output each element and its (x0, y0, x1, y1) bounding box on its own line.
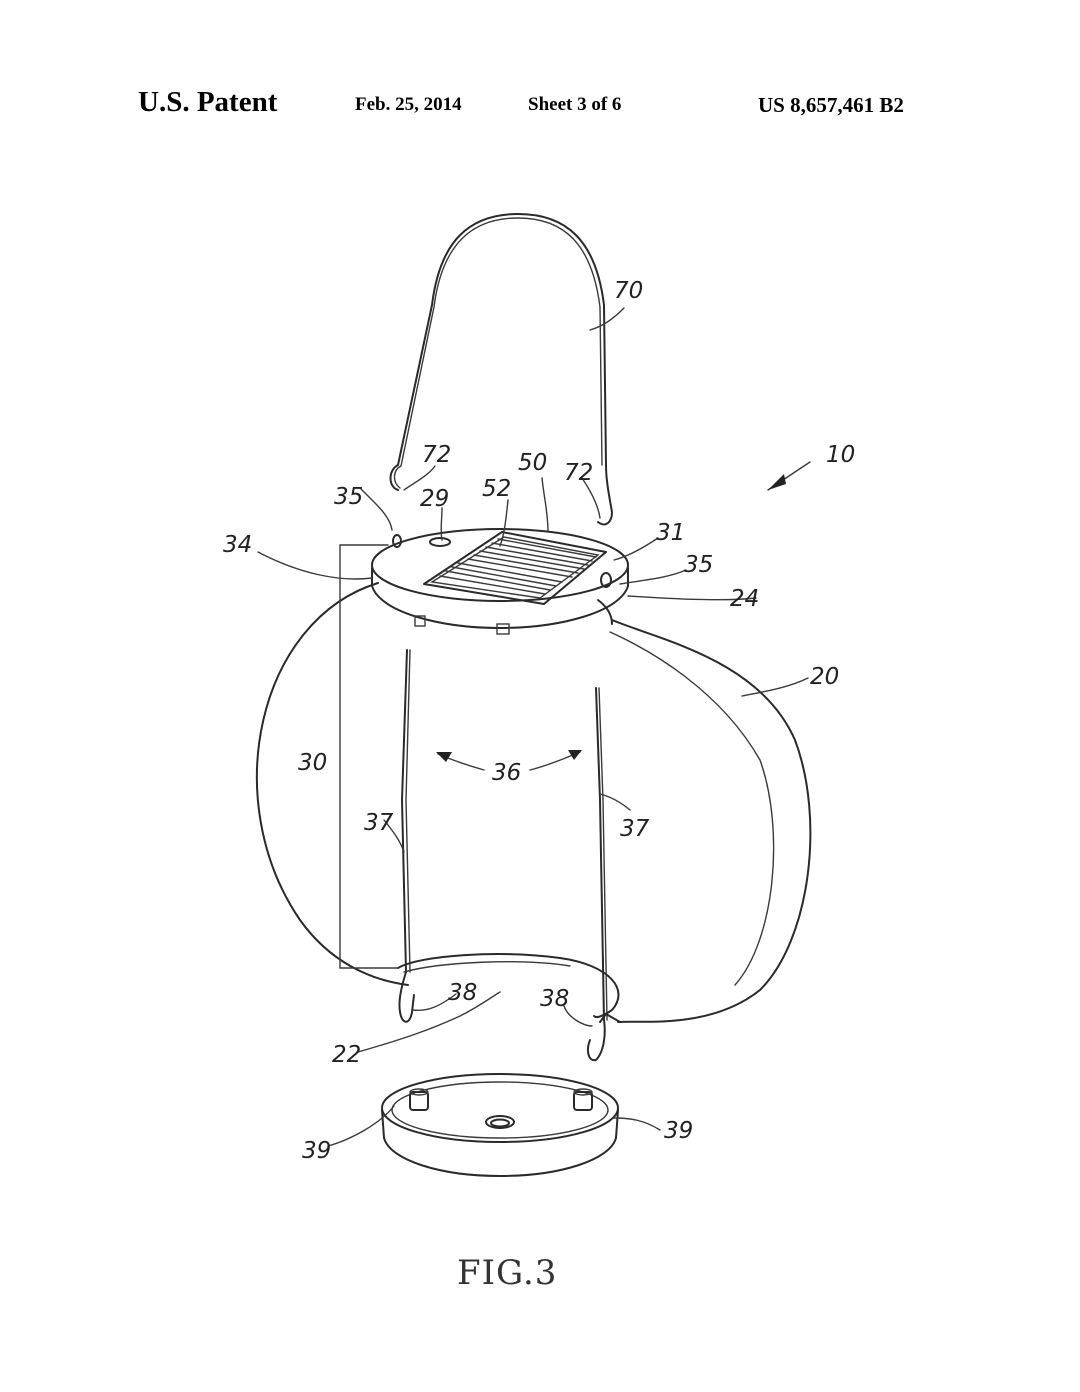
leader-lines (257, 307, 811, 1147)
label-10: 10 (826, 442, 855, 468)
label-37-right: 37 (620, 816, 650, 842)
label-24: 24 (730, 586, 759, 612)
label-39-left: 39 (302, 1138, 331, 1164)
label-37-left: 37 (364, 810, 394, 836)
label-34: 34 (223, 532, 252, 558)
top-cap (371, 528, 629, 635)
label-22: 22 (332, 1042, 361, 1068)
label-70: 70 (614, 278, 643, 304)
label-72-left: 72 (422, 442, 451, 468)
figure-caption: FIG.3 (457, 1253, 557, 1293)
sheet-number: Sheet 3 of 6 (528, 94, 622, 115)
label-35-right: 35 (684, 552, 713, 578)
patent-date: Feb. 25, 2014 (355, 94, 462, 115)
label-50: 50 (518, 450, 547, 476)
solar-panel (423, 531, 607, 605)
frame-wires (398, 649, 608, 1062)
label-20: 20 (810, 664, 839, 690)
patent-number: US 8,657,461 B2 (758, 93, 904, 117)
label-35-left: 35 (334, 484, 363, 510)
label-31: 31 (656, 520, 685, 546)
label-39-right: 39 (664, 1118, 693, 1144)
base-dish (381, 1073, 619, 1177)
patent-title: U.S. Patent (138, 86, 278, 118)
label-38-left: 38 (448, 980, 477, 1006)
label-29: 29 (420, 486, 449, 512)
bracket-30 (339, 544, 399, 969)
label-36: 36 (492, 760, 521, 786)
wire-handle (389, 213, 613, 526)
label-52: 52 (482, 476, 511, 502)
bottom-ring (397, 953, 621, 1023)
label-72-right: 72 (564, 460, 593, 486)
label-38-right: 38 (540, 986, 569, 1012)
globe (255, 582, 812, 1023)
label-30: 30 (298, 750, 327, 776)
